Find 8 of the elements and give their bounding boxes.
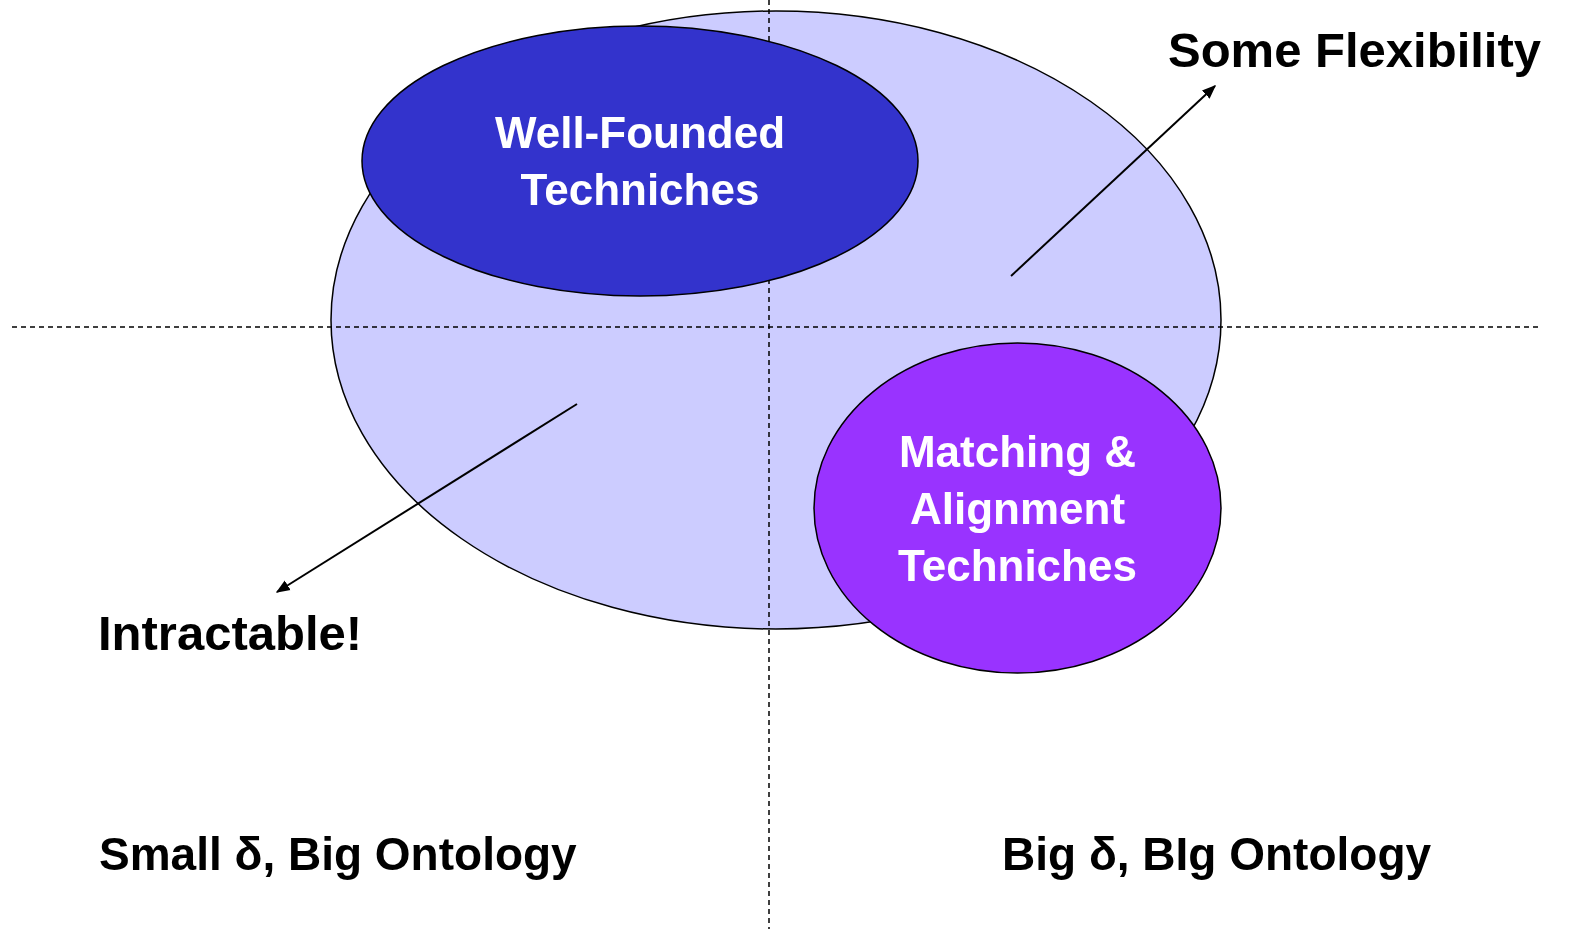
annotation-text: Intractable! [98, 605, 398, 665]
region-label: Well-Founded Techniches [493, 107, 786, 216]
axis-label: Big δ, BIg Ontology [1002, 827, 1432, 881]
axis-label: Small δ, Big Ontology [99, 827, 577, 881]
arrow [275, 403, 578, 593]
arrow [1010, 85, 1216, 277]
annotation-text: Some Flexibility [1168, 22, 1578, 82]
region-label: Matching & Alignment Techniches [897, 425, 1138, 592]
